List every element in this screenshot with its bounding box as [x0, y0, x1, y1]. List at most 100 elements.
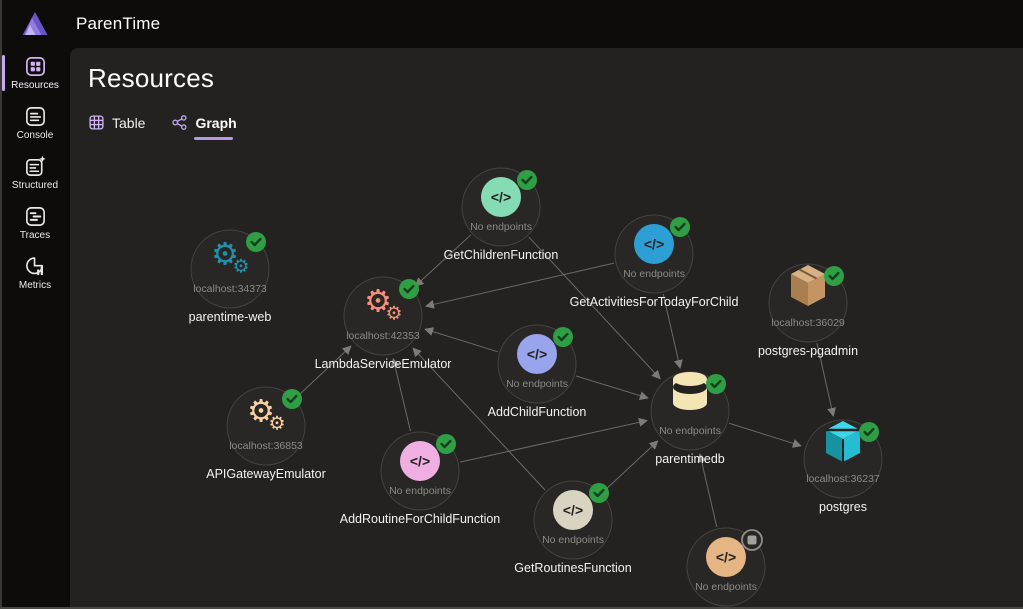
gears-icon: ⚙⚙	[364, 284, 402, 325]
sidebar-item-traces[interactable]: Traces	[0, 198, 70, 248]
resource-node-postgres-pgadmin[interactable]: localhost:36029 postgres-pgadmin	[758, 263, 858, 358]
page-title: Resources	[88, 63, 215, 93]
svg-text:</>: </>	[563, 502, 583, 518]
node-endpoint-link[interactable]: localhost:36029	[771, 317, 845, 329]
node-label: GetChildrenFunction	[444, 248, 559, 262]
check-icon	[286, 394, 298, 404]
check-icon	[863, 427, 875, 437]
node-endpoint-text: No endpoints	[506, 378, 568, 390]
edge-parentimedb-to-postgres	[728, 422, 802, 448]
graph-share-icon	[172, 115, 188, 130]
edge-GetChildrenFunction-to-LambdaServiceEmulator	[414, 234, 472, 287]
sidebar-item-label: Structured	[11, 180, 59, 191]
svg-text:</>: </>	[410, 453, 430, 469]
resource-node-AddRoutineForChildFunction[interactable]: </> No endpointsAddRoutineForChildFunctio…	[340, 431, 501, 526]
node-label: GetActivitiesForTodayForChild	[570, 295, 739, 309]
tab-label: Table	[112, 114, 146, 131]
node-endpoint-text: No endpoints	[389, 485, 451, 497]
sidebar-item-console[interactable]: Console	[0, 98, 70, 148]
edge-AddChildFunction-to-parentimedb	[576, 375, 649, 401]
sidebar-item-label: Resources	[11, 80, 59, 91]
node-endpoint-text: No endpoints	[470, 221, 532, 233]
window-left-edge	[0, 0, 2, 609]
edge-AddRoutineForChildFunction-to-LambdaServiceEmulator	[390, 357, 411, 432]
tab-label: Graph	[195, 114, 237, 131]
top-bar: ParenTime	[0, 0, 1023, 48]
app-title: ParenTime	[76, 14, 161, 33]
sidebar-item-resources[interactable]: Resources	[0, 48, 70, 98]
metrics-icon	[25, 257, 43, 276]
edge-GetActivitiesForTodayForChild-to-LambdaServiceEmulator	[425, 262, 615, 309]
svg-text:</>: </>	[644, 236, 664, 252]
sidebar-item-label: Traces	[19, 230, 51, 241]
package-icon	[826, 421, 860, 462]
edge-GetChildrenFunction-to-parentimedb	[528, 236, 661, 380]
code-icon: </>	[553, 490, 593, 530]
check-icon	[557, 332, 569, 342]
svg-text:⚙: ⚙	[211, 237, 239, 272]
code-icon: </>	[517, 334, 557, 374]
svg-text:</>: </>	[527, 346, 547, 362]
node-endpoint-link[interactable]: localhost:36237	[806, 473, 880, 485]
node-label: parentime-web	[189, 310, 272, 324]
traces-icon	[25, 207, 45, 226]
check-icon	[521, 175, 533, 185]
check-icon	[250, 237, 262, 247]
package-icon	[791, 265, 825, 306]
selected-indicator	[2, 55, 5, 91]
app-logo-icon	[22, 12, 48, 35]
tab-underline	[194, 137, 234, 140]
check-icon	[403, 284, 415, 294]
edge-postgres-pgadmin-to-postgres	[816, 342, 836, 417]
svg-text:⚙: ⚙	[232, 257, 249, 278]
check-icon	[710, 379, 722, 389]
tab-graph[interactable]: Graph	[171, 114, 237, 140]
sidebar-item-label: Metrics	[18, 280, 52, 291]
code-icon: </>	[706, 537, 746, 577]
check-icon	[440, 439, 452, 449]
sidebar: Resources Console Structured Traces	[0, 48, 70, 609]
edge-AddChildFunction-to-LambdaServiceEmulator	[424, 327, 499, 353]
sidebar-item-structured[interactable]: Structured	[0, 148, 70, 198]
node-label: parentimedb	[655, 452, 725, 466]
resource-graph: </>No endpointsGetChildrenFunction</>No …	[189, 167, 883, 607]
database-icon	[673, 372, 707, 410]
node-endpoint-text: No endpoints	[695, 581, 757, 593]
svg-text:⚙: ⚙	[385, 304, 402, 325]
sidebar-item-metrics[interactable]: Metrics	[0, 248, 70, 298]
edge-stopped-function-to-parentimedb	[697, 452, 718, 528]
node-label: postgres-pgadmin	[758, 344, 858, 358]
node-endpoint-link[interactable]: localhost:42353	[346, 330, 420, 342]
check-icon	[674, 222, 686, 232]
view-tabs: Table Graph	[88, 114, 1023, 140]
node-endpoint-link[interactable]: localhost:34373	[193, 283, 267, 295]
sidebar-item-label: Console	[16, 130, 54, 141]
resource-node-postgres[interactable]: localhost:36237 postgres	[803, 419, 883, 514]
check-icon	[828, 271, 840, 281]
resource-node-parentime-web[interactable]: ⚙⚙ localhost:34373 parentime-web	[189, 229, 272, 324]
edge-GetActivitiesForTodayForChild-to-parentimedb	[662, 293, 683, 369]
edge-GetRoutinesFunction-to-parentimedb	[602, 440, 659, 493]
node-label: postgres	[819, 500, 867, 514]
node-endpoint-link[interactable]: localhost:36853	[229, 440, 303, 452]
resource-node-stopped-function[interactable]: </> No endpoints	[686, 527, 766, 607]
svg-text:</>: </>	[716, 549, 736, 565]
resources-grid-icon	[25, 57, 45, 76]
node-endpoint-text: No endpoints	[623, 268, 685, 280]
main-panel: Resources Table Graph </>No	[70, 48, 1023, 609]
tab-table[interactable]: Table	[88, 114, 145, 140]
resource-node-GetActivitiesForTodayForChild[interactable]: </> No endpointsGetActivitiesForTodayForC…	[570, 214, 739, 309]
node-label: AddRoutineForChildFunction	[340, 512, 501, 526]
svg-text:⚙: ⚙	[364, 284, 392, 319]
structured-logs-icon	[25, 155, 46, 176]
edge-APIGatewayEmulator-to-LambdaServiceEmulator	[295, 345, 352, 399]
edge-GetRoutinesFunction-to-LambdaServiceEmulator	[412, 347, 546, 491]
node-label: LambdaServiceEmulator	[315, 357, 452, 371]
